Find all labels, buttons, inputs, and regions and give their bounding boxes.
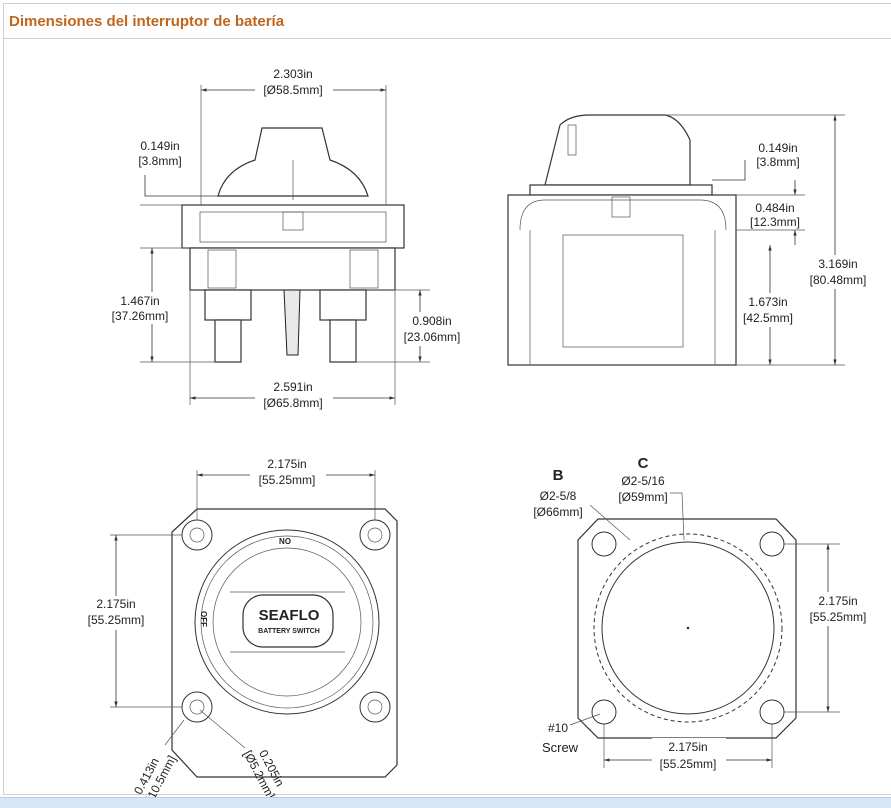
dimension-label: 1.467in	[120, 294, 159, 308]
dimension-label: OFF	[199, 611, 208, 627]
dimension-label: 1.673in	[748, 295, 787, 309]
dimension-label: [42.5mm]	[743, 311, 793, 325]
bezel-outer	[194, 529, 380, 715]
drawing-line	[529, 184, 713, 196]
drawing-line	[738, 293, 804, 327]
drawing-line	[250, 455, 326, 489]
drawing-line	[189, 527, 205, 543]
dimension-label: 0.149in	[758, 141, 797, 155]
right-terminal-post	[329, 319, 357, 363]
left-terminal-post	[214, 319, 242, 363]
cutout-view: B Ø2-5/8 [Ø66mm] C Ø2-5/16 [Ø59mm] 2.175…	[533, 455, 872, 772]
drawing-line	[80, 596, 152, 630]
drawing-line	[367, 699, 383, 715]
dimension-label: [Ø66mm]	[533, 505, 582, 519]
front-housing	[189, 247, 396, 291]
drawing-line	[349, 249, 379, 289]
drawing-line: 0.413in [Ø10.5mm]	[131, 753, 179, 797]
footer-band	[0, 797, 891, 808]
dimension-label: [Ø65.8mm]	[263, 396, 322, 410]
drawing-line	[562, 234, 684, 348]
dimension-label: ON	[279, 536, 291, 545]
drawing-line	[207, 249, 237, 289]
panel-title: Dimensiones del interruptor de batería	[9, 12, 285, 30]
drawing-line	[189, 699, 205, 715]
dimension-label: 0.908in	[412, 314, 451, 328]
switch-handle	[242, 594, 334, 648]
drawing-line	[569, 713, 601, 726]
drawing-line	[255, 64, 333, 98]
dimension-label: C	[638, 455, 649, 472]
dimension-label: 2.175in	[818, 594, 857, 608]
drawing-line	[367, 527, 383, 543]
left-terminal-nut	[204, 289, 252, 321]
dimension-label: BATTERY SWITCH	[258, 628, 320, 635]
dimension-label: [80.48mm]	[810, 273, 867, 287]
drawing-line	[105, 292, 177, 324]
dimension-label: [55.25mm]	[660, 757, 717, 771]
top-view: SEAFLO BATTERY SWITCH ON OFF 2.175in [55…	[80, 455, 398, 797]
dimension-label: Ø2-5/8	[540, 489, 577, 503]
drawing-line	[255, 376, 333, 410]
drawing-line	[359, 691, 391, 723]
drawing-line	[519, 199, 727, 231]
dimension-label: 2.175in	[668, 740, 707, 754]
dimensions-panel: Dimensiones del interruptor de batería	[3, 3, 891, 795]
dimension-label: 2.175in	[96, 597, 135, 611]
side-knob	[544, 114, 691, 186]
dimension-label: [Ø58.5mm]	[263, 83, 322, 97]
front-view: 2.303in [Ø58.5mm] 0.149in [3.8mm] 1.467i…	[105, 64, 466, 410]
circle-c	[601, 541, 775, 715]
dimension-label: 0.149in	[140, 139, 179, 153]
dimension-label: [12.3mm]	[750, 215, 800, 229]
dimension-label: 3.169in	[818, 257, 857, 271]
dimension-label: 2.303in	[273, 67, 312, 81]
side-view: 3.169in [80.48mm] 0.149in [3.8mm] 0.484i…	[507, 114, 871, 366]
dimension-label: [3.8mm]	[756, 155, 799, 169]
drawing-line	[199, 709, 246, 749]
drawing-line	[670, 492, 685, 541]
drawing-line	[805, 255, 871, 289]
drawing-line	[611, 196, 631, 218]
dimension-label: 0.484in	[755, 201, 794, 215]
front-center-tab	[283, 289, 301, 356]
dimension-label: [55.25mm]	[88, 613, 145, 627]
dimension-label: B	[553, 467, 564, 484]
drawing-line	[400, 312, 466, 346]
dimension-label: [3.8mm]	[138, 154, 181, 168]
circle-b	[593, 533, 783, 723]
dimension-label: Ø2-5/16	[621, 474, 665, 488]
dimension-label: [23.06mm]	[404, 330, 461, 344]
dimension-label: 2.175in	[267, 457, 306, 471]
dimension-label: [Ø59mm]	[618, 490, 667, 504]
dimension-label: Screw	[542, 740, 579, 755]
drawing-line	[212, 547, 362, 697]
panel-header: Dimensiones del interruptor de batería	[4, 4, 891, 39]
side-housing	[507, 194, 737, 366]
drawing-line	[800, 592, 872, 626]
drawing-line	[591, 531, 617, 557]
dimension-label: [55.25mm]	[810, 610, 867, 624]
front-flange	[181, 204, 405, 249]
drawing-line	[200, 535, 374, 709]
dimension-label: [55.25mm]	[259, 473, 316, 487]
drawing-line	[686, 626, 690, 630]
right-terminal-nut	[319, 289, 367, 321]
drawing-line	[164, 719, 185, 746]
dimension-label: 2.591in	[273, 380, 312, 394]
drawing-line	[144, 175, 218, 197]
dimension-label: [37.26mm]	[112, 309, 169, 323]
drawing-line	[652, 738, 726, 772]
drawing-line	[567, 124, 577, 156]
dimension-label: #10	[548, 721, 568, 735]
dimension-label: SEAFLO	[259, 607, 320, 624]
drawing-line	[282, 211, 304, 231]
drawing-line	[589, 504, 631, 541]
drawing-line	[712, 160, 746, 181]
